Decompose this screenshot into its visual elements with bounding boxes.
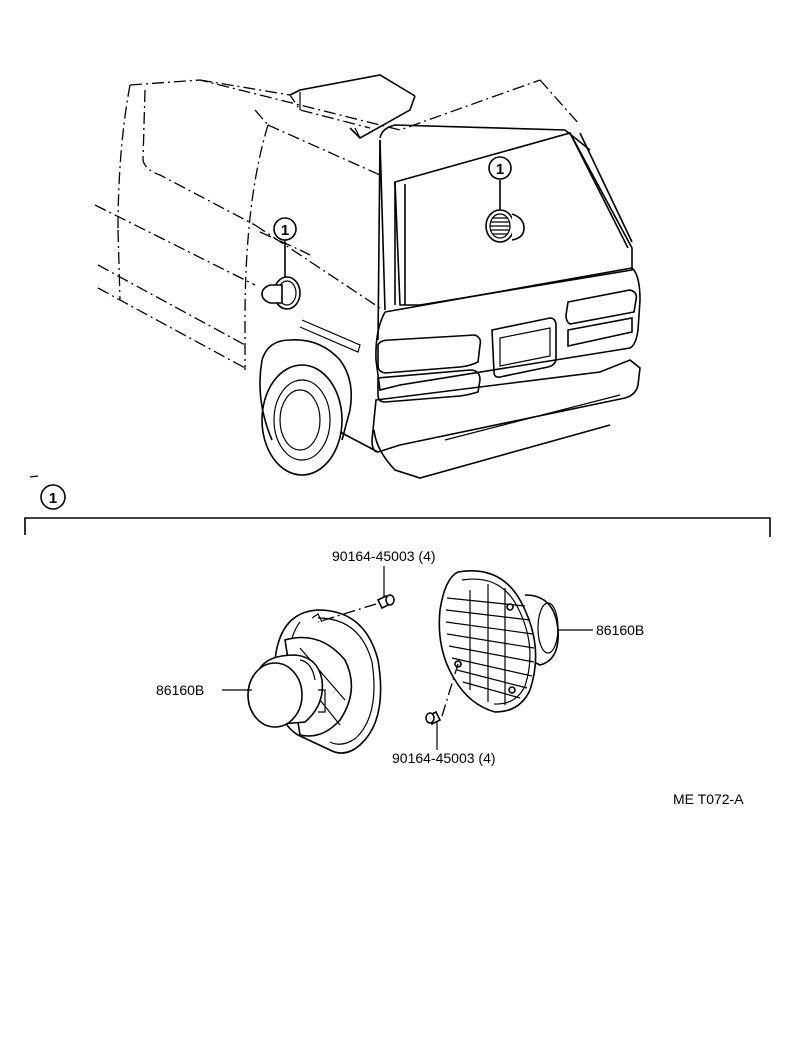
label-speaker-left: 86160B: [156, 682, 204, 698]
van-illustration: 1 1: [94, 74, 641, 479]
label-speaker-right: 86160B: [596, 622, 644, 638]
speaker-location-rear-door: [485, 180, 525, 243]
diagram-code: ME T072-A: [673, 791, 744, 807]
screw-top: [317, 594, 395, 623]
speaker-right: [438, 570, 559, 713]
speaker-location-side-panel: [261, 240, 301, 310]
label-screw-top: 90164-45003 (4): [332, 548, 436, 564]
svg-text:1: 1: [496, 161, 504, 178]
detail-header: 1: [24, 484, 771, 537]
callout-side-panel: 1: [273, 217, 297, 241]
svg-text:1: 1: [281, 222, 289, 239]
callout-rear-door: 1: [488, 156, 512, 180]
speaker-left: [247, 609, 382, 754]
label-screw-bottom: 90164-45003 (4): [392, 750, 496, 766]
screw-bottom: [425, 663, 459, 726]
svg-text:1: 1: [49, 490, 57, 507]
